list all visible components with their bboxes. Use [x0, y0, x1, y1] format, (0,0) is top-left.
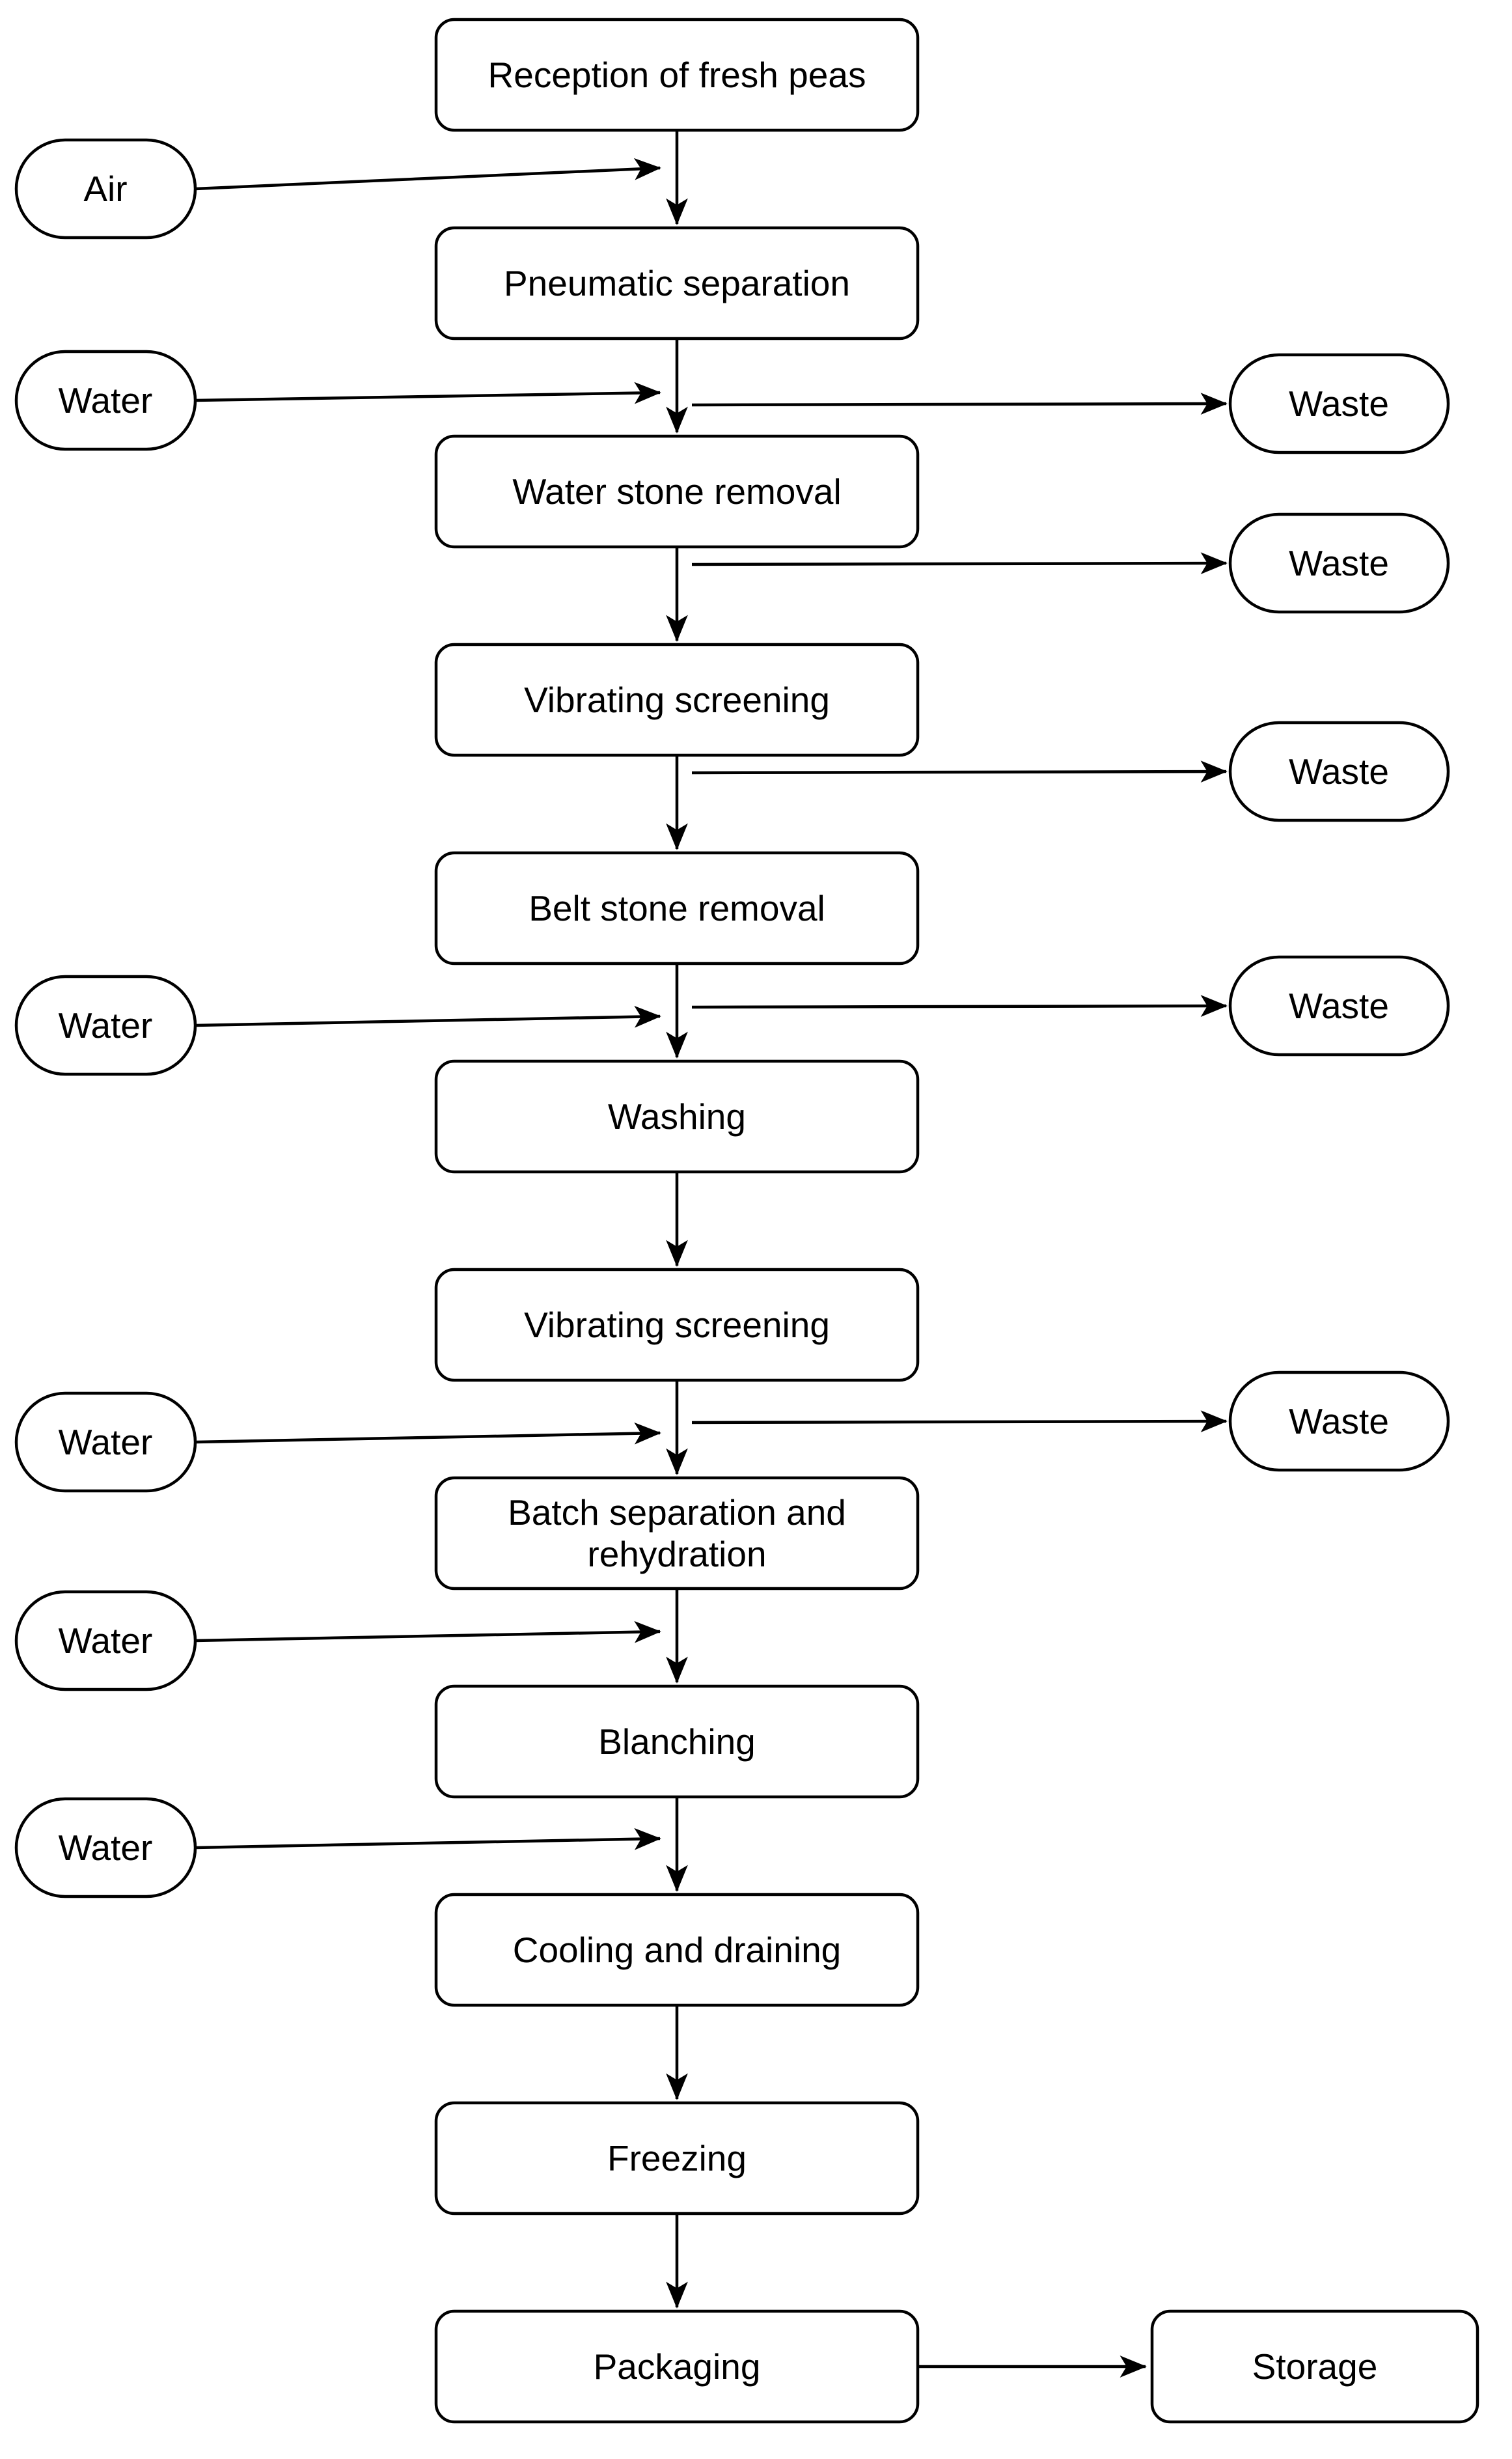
process-box-water-stone-removal: Water stone removal — [434, 434, 920, 549]
waste-node-1: Waste — [1228, 353, 1450, 454]
input-node-air-shape — [14, 138, 197, 240]
process-box-washing: Washing — [434, 1059, 920, 1174]
input-node-water-5: Water — [14, 1797, 197, 1898]
waste-node-2: Waste — [1228, 512, 1450, 614]
waste-node-2-shape — [1228, 512, 1450, 614]
waste-node-1-label: Waste — [1289, 383, 1389, 424]
input-node-water-3-label: Water — [59, 1422, 153, 1462]
process-box-vibrating-screening-2-label: Vibrating screening — [524, 1305, 830, 1345]
input-node-water-4-shape — [14, 1590, 197, 1691]
input-arrow-air — [195, 158, 661, 191]
process-box-batch-separation-and-rehydration-shape — [434, 1476, 920, 1591]
process-box-reception-of-fresh-peas-label: Reception of fresh peas — [488, 55, 866, 95]
waste-arrow-4 — [691, 995, 1228, 1017]
terminal-box-storage-label: Storage — [1252, 2346, 1378, 2387]
waste-node-3: Waste — [1228, 721, 1450, 822]
waste-node-5: Waste — [1228, 1370, 1450, 1472]
input-node-water-4: Water — [14, 1590, 197, 1691]
process-box-cooling-and-draining-label: Cooling and draining — [513, 1930, 842, 1970]
process-box-batch-separation-and-rehydration: Batch separation and rehydration — [434, 1476, 920, 1591]
waste-node-4: Waste — [1228, 955, 1450, 1057]
waste-arrow-3 — [691, 760, 1228, 783]
input-arrow-water-3 — [195, 1422, 661, 1445]
input-node-water-3: Water — [14, 1391, 197, 1493]
process-box-blanching-label: Blanching — [598, 1721, 756, 1762]
process-box-water-stone-removal-shape — [434, 434, 920, 549]
process-box-cooling-and-draining-shape — [434, 1893, 920, 2007]
process-box-reception-of-fresh-peas-shape — [434, 18, 920, 132]
process-box-washing-shape — [434, 1059, 920, 1174]
process-box-vibrating-screening-1: Vibrating screening — [434, 643, 920, 757]
waste-arrow-5 — [691, 1410, 1228, 1432]
input-node-water-4-label: Water — [59, 1620, 153, 1661]
process-box-belt-stone-removal: Belt stone removal — [434, 851, 920, 966]
process-box-vibrating-screening-2-shape — [434, 1268, 920, 1382]
process-box-freezing: Freezing — [434, 2101, 920, 2216]
terminal-box-storage-shape — [1150, 2309, 1479, 2424]
input-node-water-1: Water — [14, 350, 197, 451]
input-node-water-5-label: Water — [59, 1827, 153, 1868]
waste-node-5-shape — [1228, 1370, 1450, 1472]
process-box-belt-stone-removal-shape — [434, 851, 920, 966]
process-box-batch-separation-and-rehydration-label-line2: rehydration — [587, 1534, 766, 1574]
process-box-reception-of-fresh-peas: Reception of fresh peas — [434, 18, 920, 132]
input-node-air-label: Air — [83, 169, 127, 209]
process-box-washing-label: Washing — [608, 1096, 746, 1137]
waste-arrow-1 — [691, 393, 1228, 415]
process-box-freezing-shape — [434, 2101, 920, 2216]
waste-node-1-shape — [1228, 353, 1450, 454]
input-node-water-2-label: Water — [59, 1005, 153, 1046]
input-node-air: Air — [14, 138, 197, 240]
process-box-pneumatic-separation-label: Pneumatic separation — [504, 263, 850, 303]
process-box-cooling-and-draining: Cooling and draining — [434, 1893, 920, 2007]
process-box-packaging-label: Packaging — [594, 2346, 761, 2387]
process-box-vibrating-screening-2: Vibrating screening — [434, 1268, 920, 1382]
input-node-water-2-shape — [14, 975, 197, 1076]
waste-arrow-2 — [691, 552, 1228, 574]
process-box-batch-separation-and-rehydration-label-line1: Batch separation and — [508, 1492, 846, 1533]
input-node-water-3-shape — [14, 1391, 197, 1493]
process-box-belt-stone-removal-label: Belt stone removal — [529, 888, 825, 928]
waste-node-4-shape — [1228, 955, 1450, 1057]
process-box-vibrating-screening-1-shape — [434, 643, 920, 757]
input-arrow-water-2 — [195, 1005, 661, 1028]
waste-node-5-label: Waste — [1289, 1401, 1389, 1441]
terminal-box-storage: Storage — [1150, 2309, 1479, 2424]
waste-node-4-label: Waste — [1289, 986, 1389, 1026]
input-node-water-2: Water — [14, 975, 197, 1076]
process-box-pneumatic-separation: Pneumatic separation — [434, 226, 920, 340]
process-box-packaging-shape — [434, 2309, 920, 2424]
process-box-pneumatic-separation-shape — [434, 226, 920, 340]
waste-node-3-shape — [1228, 721, 1450, 822]
process-box-vibrating-screening-1-label: Vibrating screening — [524, 680, 830, 720]
process-box-blanching: Blanching — [434, 1684, 920, 1799]
input-arrow-water-1 — [195, 382, 661, 404]
input-arrow-water-4 — [195, 1620, 661, 1643]
process-box-packaging: Packaging — [434, 2309, 920, 2424]
process-box-water-stone-removal-label: Water stone removal — [512, 471, 841, 512]
input-node-water-1-label: Water — [59, 380, 153, 421]
input-node-water-1-shape — [14, 350, 197, 451]
process-box-blanching-shape — [434, 1684, 920, 1799]
waste-node-2-label: Waste — [1289, 543, 1389, 583]
input-arrow-water-5 — [195, 1827, 661, 1850]
process-box-freezing-label: Freezing — [607, 2138, 747, 2178]
input-node-water-5-shape — [14, 1797, 197, 1898]
waste-node-3-label: Waste — [1289, 751, 1389, 792]
